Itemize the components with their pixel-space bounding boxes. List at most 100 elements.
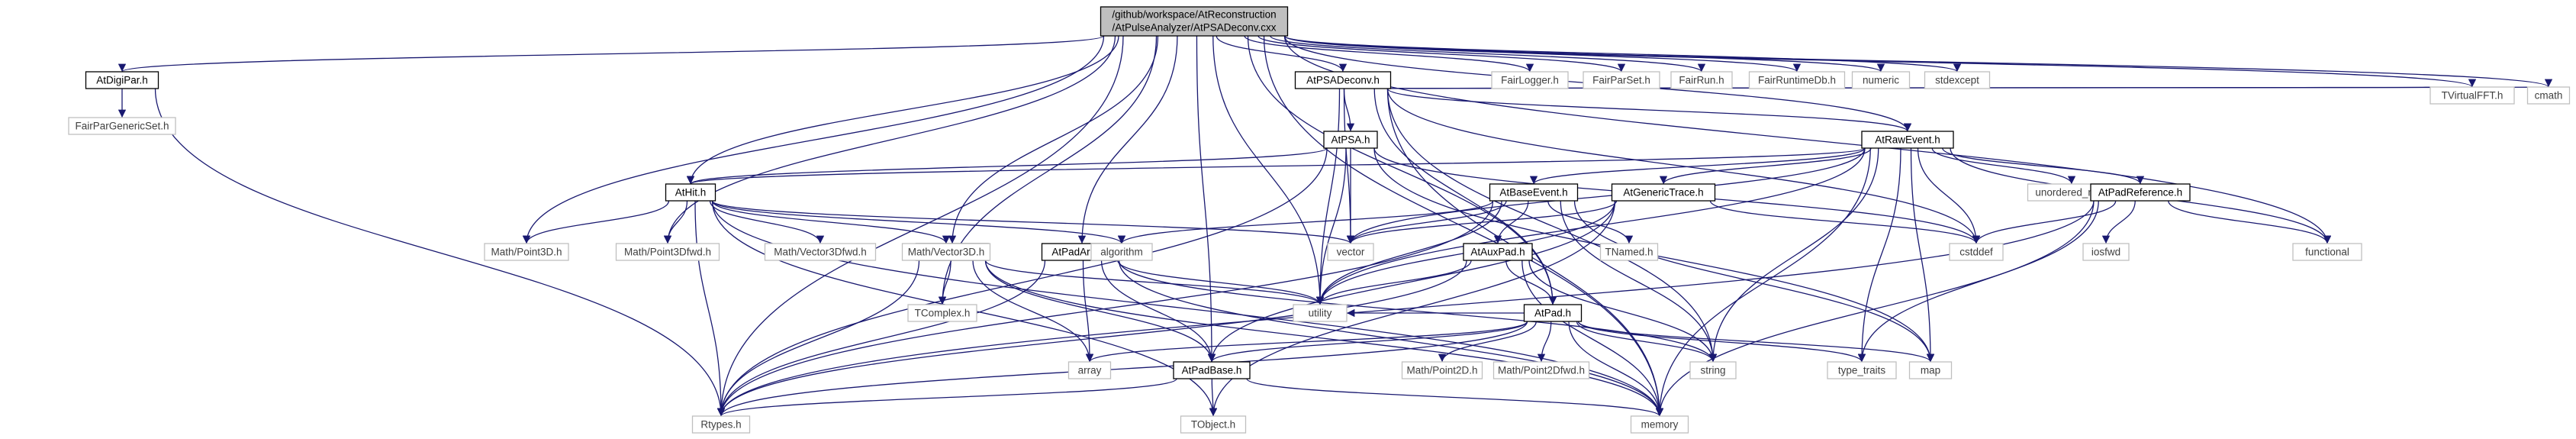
node-vector: vector bbox=[1327, 243, 1374, 261]
edge-padarray-to-utility bbox=[1117, 260, 1325, 305]
edge-atpadh-to-map bbox=[1577, 321, 1935, 363]
node-point3dfwd: Math/Point3Dfwd.h bbox=[615, 243, 720, 261]
node-deconvh[interactable]: AtPSADeconv.h bbox=[1294, 71, 1392, 89]
node-athith-label: AtHit.h bbox=[675, 187, 707, 199]
node-raweventh-label: AtRawEvent.h bbox=[1875, 134, 1940, 146]
edge-baseeventh-to-auxpad bbox=[1493, 200, 1529, 244]
edge-atpadh-to-string bbox=[1576, 321, 1718, 363]
edge-auxpad-to-atpadh bbox=[1505, 260, 1557, 305]
node-typetraits-label: type_traits bbox=[1838, 365, 1886, 376]
file-nodes: /github/workspace/AtReconstruction/AtPul… bbox=[68, 6, 2571, 434]
edge-padrefh-to-cstddef bbox=[1972, 200, 2117, 244]
node-atpadh[interactable]: AtPad.h bbox=[1523, 304, 1583, 322]
node-athith[interactable]: AtHit.h bbox=[665, 183, 716, 202]
edge-padrefh-to-rtypes bbox=[716, 200, 2095, 417]
node-functional: functional bbox=[2292, 243, 2362, 261]
edge-padfft-to-rtypes bbox=[716, 260, 920, 417]
node-string-box bbox=[1689, 361, 1737, 379]
edge-root-to-rtypes bbox=[716, 35, 1124, 417]
node-cstddef-label: cstddef bbox=[1959, 247, 1993, 258]
edge-baseeventh-to-algorithm bbox=[1117, 200, 1494, 244]
node-memory-box bbox=[1630, 415, 1689, 434]
node-tobject: TObject.h bbox=[1180, 415, 1247, 434]
node-fairlogger-box bbox=[1491, 71, 1569, 89]
node-auxpad[interactable]: AtAuxPad.h bbox=[1463, 243, 1533, 261]
node-point2d-label: Math/Point2D.h bbox=[1406, 365, 1477, 376]
node-digipar[interactable]: AtDigiPar.h bbox=[85, 71, 159, 89]
edge-generictraceh-to-padbase bbox=[1207, 200, 1616, 363]
node-root[interactable]: /github/workspace/AtReconstruction/AtPul… bbox=[1100, 6, 1289, 37]
node-cmath: cmath bbox=[2526, 86, 2571, 105]
edge-atpadh-to-rtypes bbox=[716, 321, 1528, 417]
node-generictraceh[interactable]: AtGenericTrace.h bbox=[1611, 183, 1716, 202]
node-root-box bbox=[1100, 6, 1289, 37]
node-fairparset-label: FairParSet.h bbox=[1592, 75, 1650, 86]
node-tvirtualfft-label: TVirtualFFT.h bbox=[2442, 90, 2504, 102]
edge-athith-to-vector bbox=[711, 200, 1354, 244]
node-stdexcept-box bbox=[1924, 71, 1991, 89]
edge-root-to-padbase bbox=[1196, 35, 1216, 363]
node-point3dfwd-box bbox=[615, 243, 720, 261]
node-psah-box bbox=[1323, 131, 1378, 149]
node-utility-label: utility bbox=[1309, 308, 1332, 319]
edge-raweventh-to-vector bbox=[1346, 147, 1866, 244]
node-fairlogger: FairLogger.h bbox=[1491, 71, 1569, 89]
edge-auxpad-to-string bbox=[1528, 260, 1718, 363]
node-vec3d-label: Math/Vector3D.h bbox=[908, 247, 985, 258]
dependency-edges bbox=[118, 35, 2552, 417]
node-padbase[interactable]: AtPadBase.h bbox=[1173, 361, 1251, 379]
node-iosfwd: iosfwd bbox=[2082, 243, 2130, 261]
edge-psah-to-rtypes bbox=[716, 147, 1328, 417]
node-algorithm: algorithm bbox=[1090, 243, 1153, 261]
node-baseeventh[interactable]: AtBaseEvent.h bbox=[1489, 183, 1579, 202]
node-raweventh[interactable]: AtRawEvent.h bbox=[1861, 131, 1954, 149]
node-memory: memory bbox=[1630, 415, 1689, 434]
node-fairparset-box bbox=[1583, 71, 1660, 89]
node-typetraits: type_traits bbox=[1827, 361, 1897, 379]
edge-digipar-to-rtypes bbox=[154, 88, 726, 417]
node-tnamed: TNamed.h bbox=[1599, 243, 1659, 261]
node-numeric: numeric bbox=[1851, 71, 1911, 89]
edge-root-to-fairparset bbox=[1257, 35, 1625, 73]
node-tobject-label: TObject.h bbox=[1191, 419, 1235, 431]
node-cstddef-box bbox=[1949, 243, 2004, 261]
node-cmath-box bbox=[2526, 86, 2571, 105]
edge-baseeventh-to-map bbox=[1573, 200, 1935, 363]
edge-padrefh-to-typetraits bbox=[1857, 200, 2099, 363]
node-vec3dfwd-box bbox=[764, 243, 877, 261]
node-algorithm-label: algorithm bbox=[1100, 247, 1143, 258]
edge-root-to-padarray bbox=[1077, 35, 1178, 244]
node-point3dfwd-label: Math/Point3Dfwd.h bbox=[624, 247, 711, 258]
edge-deconvh-to-atpadh bbox=[1373, 88, 1557, 305]
edge-auxpad-to-rtypes bbox=[716, 260, 1467, 417]
node-padrefh[interactable]: AtPadReference.h bbox=[2090, 183, 2191, 202]
node-cstddef: cstddef bbox=[1949, 243, 2004, 261]
node-point2dfwd: Math/Point2Dfwd.h bbox=[1492, 361, 1590, 379]
edge-root-to-padfft bbox=[948, 35, 1159, 244]
node-fairparset: FairParSet.h bbox=[1583, 71, 1660, 89]
edge-padbase-to-memory bbox=[1246, 378, 1663, 417]
edge-raweventh-to-memory bbox=[1655, 147, 1871, 417]
node-rtypes-box bbox=[691, 415, 751, 434]
node-algorithm-box bbox=[1090, 243, 1153, 261]
edge-padbase-to-rtypes bbox=[717, 378, 1177, 417]
edge-generictraceh-to-vector bbox=[1346, 200, 1618, 244]
node-fairpargs-box bbox=[68, 117, 176, 135]
node-vector-box bbox=[1327, 243, 1374, 261]
node-iosfwd-label: iosfwd bbox=[2091, 247, 2120, 258]
node-psah[interactable]: AtPSA.h bbox=[1323, 131, 1378, 149]
edge-psah-to-athith bbox=[687, 147, 1328, 185]
edge-raweventh-to-generictraceh bbox=[1659, 147, 1872, 185]
edge-raweventh-to-padrefh bbox=[1942, 147, 2145, 185]
node-raweventh-box bbox=[1861, 131, 1954, 149]
edge-auxpad-to-memory bbox=[1521, 260, 1664, 417]
node-fairrtdb: FairRuntimeDb.h bbox=[1748, 71, 1846, 89]
edge-root-to-utility bbox=[1212, 35, 1325, 305]
edge-padrefh-to-iosfwd bbox=[2101, 200, 2136, 244]
edge-atpadh-to-memory bbox=[1568, 321, 1664, 417]
edge-raweventh-to-unordered bbox=[1931, 147, 2076, 185]
edge-atpadh-to-padbase bbox=[1207, 321, 1528, 363]
node-map-box bbox=[1908, 361, 1953, 379]
node-fairrtdb-box bbox=[1748, 71, 1846, 89]
node-typetraits-box bbox=[1827, 361, 1897, 379]
